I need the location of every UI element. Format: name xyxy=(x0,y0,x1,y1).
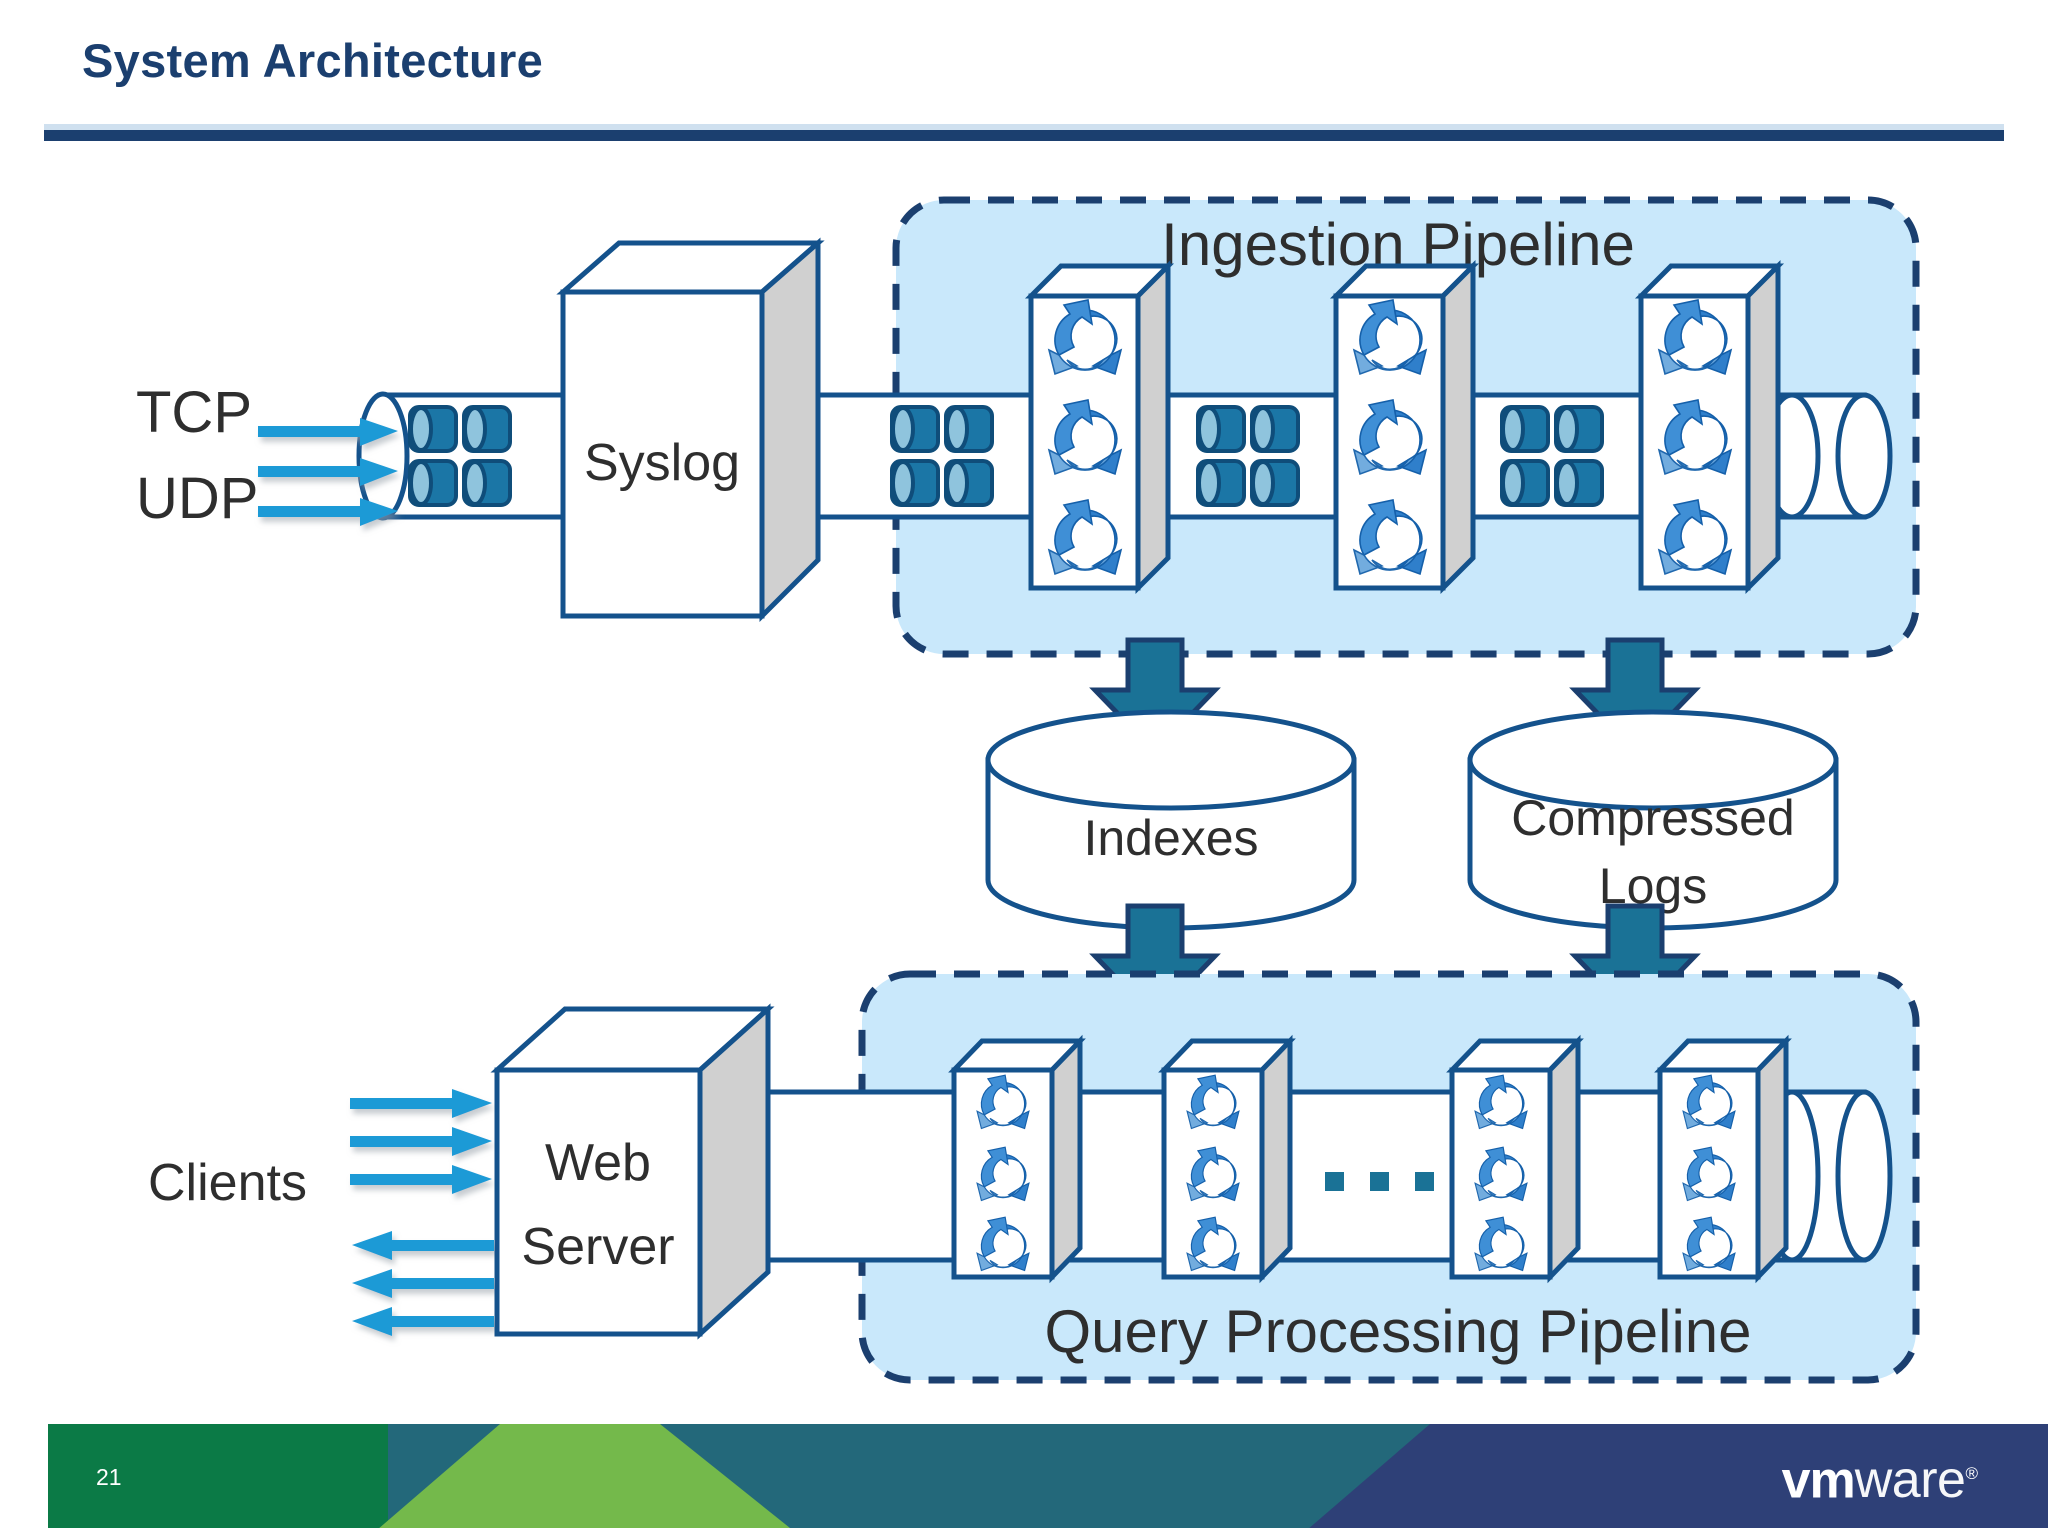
syslog-node[interactable]: Syslog xyxy=(556,237,825,623)
web-server-label-line2: Server xyxy=(521,1218,674,1276)
clients-label: Clients xyxy=(148,1154,307,1212)
server-rack-ingestion-3[interactable] xyxy=(1634,259,1785,595)
web-server-node[interactable]: Web Server xyxy=(490,1003,775,1340)
client-response-arrow xyxy=(352,1307,494,1336)
clients-outgoing-arrows xyxy=(350,1089,492,1194)
syslog-label: Syslog xyxy=(584,434,740,492)
input-arrow xyxy=(258,418,398,446)
client-request-arrow xyxy=(350,1127,492,1156)
client-response-arrow xyxy=(352,1269,494,1298)
input-arrow xyxy=(258,498,398,526)
server-rack-query-4[interactable] xyxy=(1654,1034,1792,1284)
server-rack-ingestion-1[interactable] xyxy=(1024,259,1175,595)
server-rack-query-1[interactable] xyxy=(948,1034,1086,1284)
vmware-logo: vmware® xyxy=(1782,1448,1978,1506)
web-server-label-line1: Web xyxy=(545,1134,651,1192)
client-request-arrow xyxy=(350,1089,492,1118)
query-pipeline-label: Query Processing Pipeline xyxy=(1044,1298,1751,1365)
indexes-label: Indexes xyxy=(1083,810,1258,866)
registered-mark-icon: ® xyxy=(1965,1464,1978,1483)
input-arrow xyxy=(258,458,398,486)
page-number: 21 xyxy=(96,1464,122,1490)
vmware-logo-ware: ware xyxy=(1854,1451,1966,1510)
footer-band xyxy=(0,1424,2048,1536)
input-arrow-group xyxy=(258,418,398,526)
protocol-inputs: TCP UDP xyxy=(136,380,398,531)
compressed-logs-label-line1: Compressed xyxy=(1511,790,1794,846)
server-rack-ingestion-2[interactable] xyxy=(1329,259,1480,595)
protocol-label-udp: UDP xyxy=(136,466,258,531)
title-rule-light xyxy=(44,124,2004,130)
client-response-arrow xyxy=(352,1231,494,1260)
page-title: System Architecture xyxy=(82,34,544,87)
ellipsis-indicator xyxy=(1325,1172,1434,1191)
protocol-label-tcp: TCP xyxy=(136,380,252,445)
database-compressed-logs[interactable]: Compressed Logs xyxy=(1467,709,1839,931)
clients-incoming-arrows xyxy=(352,1231,494,1336)
client-request-arrow xyxy=(350,1165,492,1194)
server-rack-query-3[interactable] xyxy=(1446,1034,1584,1284)
vmware-logo-vm: vm xyxy=(1781,1451,1856,1510)
slide-footer: 21 vmware® xyxy=(0,1424,2048,1536)
database-indexes[interactable]: Indexes xyxy=(985,709,1357,931)
server-rack-query-2[interactable] xyxy=(1158,1034,1296,1284)
title-rule-dark xyxy=(44,130,2004,141)
clients-group: Clients xyxy=(148,1089,494,1336)
